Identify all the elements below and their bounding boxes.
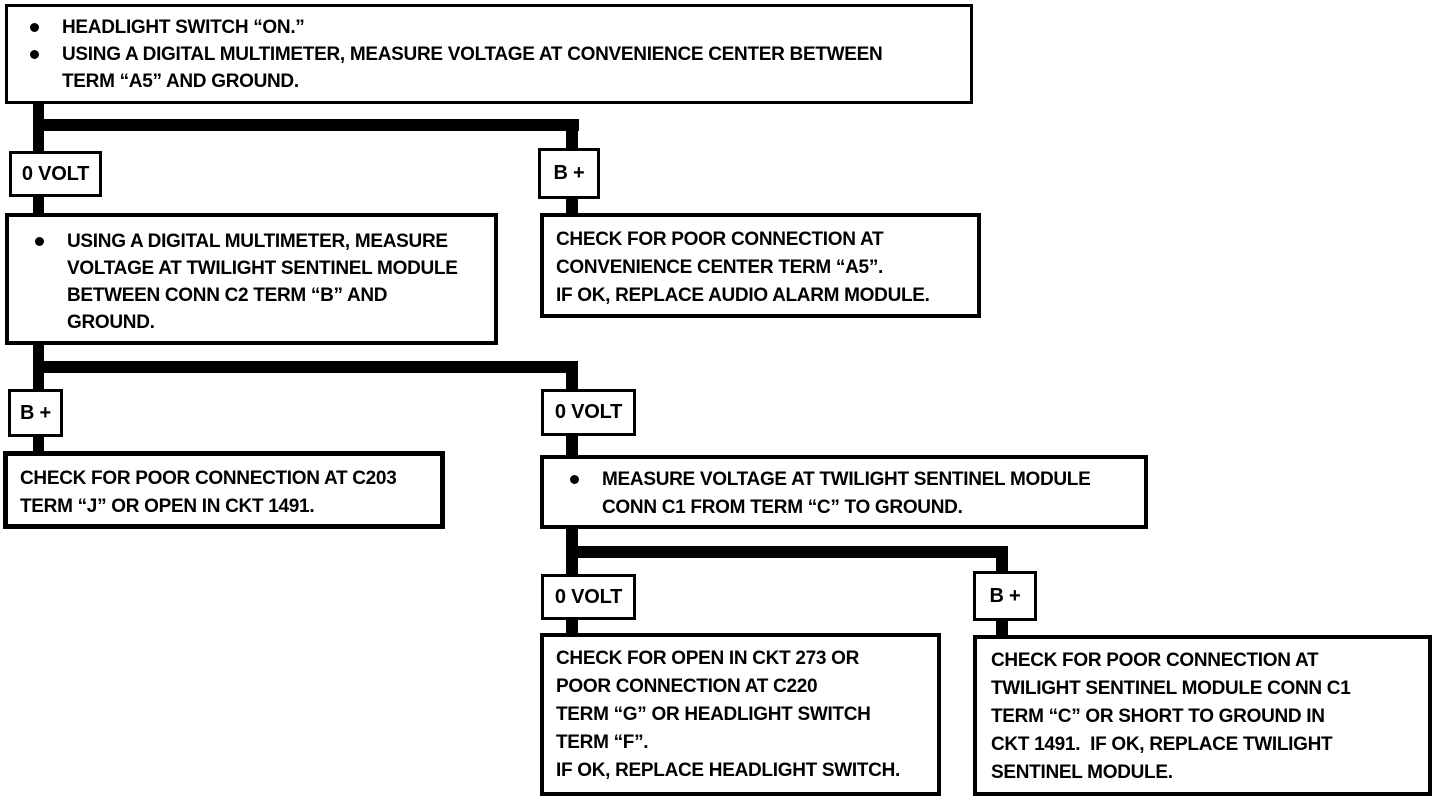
connector-line <box>566 119 578 150</box>
branch1-left-result-label: 0 VOLT <box>21 162 90 185</box>
start-box: HEADLIGHT SWITCH “ON.” USING A DIGITAL M… <box>5 4 973 104</box>
connector-line <box>566 435 578 456</box>
action-sentinel-box: CHECK FOR POOR CONNECTION AT TWILIGHT SE… <box>973 635 1432 796</box>
branch1-left-result-box: 0 VOLT <box>9 151 102 197</box>
start-item-row: USING A DIGITAL MULTIMETER, MEASURE VOLT… <box>28 41 960 95</box>
action-headlight-box: CHECK FOR OPEN IN CKT 273 OR POOR CONNEC… <box>540 633 941 796</box>
action-c203-box: CHECK FOR POOR CONNECTION AT C203 TERM “… <box>3 451 445 529</box>
start-item-text: HEADLIGHT SWITCH “ON.” <box>62 17 305 38</box>
branch3-right-result-label: B + <box>989 584 1021 607</box>
action-sentinel-text: CHECK FOR POOR CONNECTION AT TWILIGHT SE… <box>991 650 1351 783</box>
start-item-text: USING A DIGITAL MULTIMETER, MEASURE VOLT… <box>62 44 883 92</box>
step2-item-row: USING A DIGITAL MULTIMETER, MEASURE VOLT… <box>33 228 486 336</box>
step3-item-row: MEASURE VOLTAGE AT TWILIGHT SENTINEL MOD… <box>568 466 1136 522</box>
connector-line <box>566 198 578 214</box>
step3-box: MEASURE VOLTAGE AT TWILIGHT SENTINEL MOD… <box>540 455 1148 529</box>
branch3-left-result-label: 0 VOLT <box>554 585 623 608</box>
connector-line <box>566 528 578 547</box>
branch1-right-result-label: B + <box>553 162 585 184</box>
step3-item-text: MEASURE VOLTAGE AT TWILIGHT SENTINEL MOD… <box>602 469 1091 518</box>
action-c203-text: CHECK FOR POOR CONNECTION AT C203 TERM “… <box>20 468 397 517</box>
action-convenience-box: CHECK FOR POOR CONNECTION AT CONVENIENCE… <box>540 213 981 318</box>
bullet-icon <box>35 237 44 246</box>
connector-line <box>566 557 578 575</box>
connector-line <box>996 620 1008 636</box>
branch2-right-result-box: 0 VOLT <box>541 389 636 436</box>
branch1-right-result-box: B + <box>538 148 600 199</box>
bullet-icon <box>30 50 39 59</box>
connector-line <box>566 546 1008 558</box>
branch2-left-result-box: B + <box>8 389 63 437</box>
step2-box: USING A DIGITAL MULTIMETER, MEASURE VOLT… <box>5 213 498 345</box>
connector-line <box>33 196 44 214</box>
connector-line <box>566 619 578 634</box>
bullet-icon <box>30 23 39 32</box>
start-item-row: HEADLIGHT SWITCH “ON.” <box>28 14 960 41</box>
connector-line <box>33 436 44 453</box>
action-headlight-text: CHECK FOR OPEN IN CKT 273 OR POOR CONNEC… <box>556 648 901 781</box>
branch3-right-result-box: B + <box>973 571 1037 621</box>
branch2-left-result-label: B + <box>19 401 52 424</box>
bullet-icon <box>570 475 579 484</box>
step2-item-text: USING A DIGITAL MULTIMETER, MEASURE VOLT… <box>67 231 458 333</box>
connector-line <box>33 119 579 131</box>
connector-line <box>996 557 1008 572</box>
action-convenience-text: CHECK FOR POOR CONNECTION AT CONVENIENCE… <box>556 229 930 306</box>
branch3-left-result-box: 0 VOLT <box>541 574 636 620</box>
connector-line <box>566 372 578 390</box>
connector-line <box>33 361 578 373</box>
branch2-right-result-label: 0 VOLT <box>554 401 623 423</box>
